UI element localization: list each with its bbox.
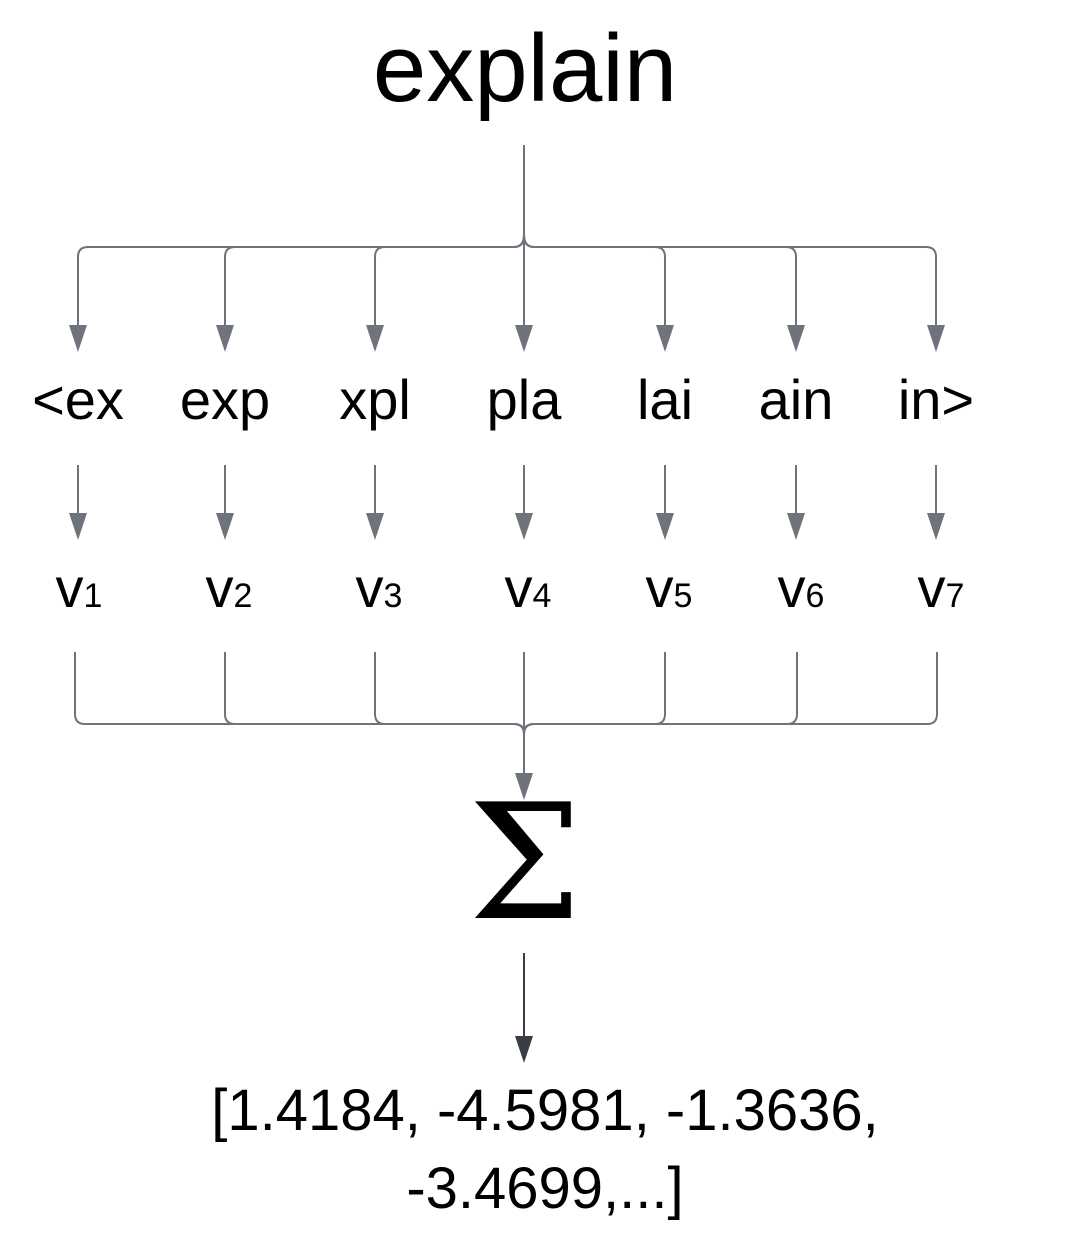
vector-index: 6 — [805, 577, 825, 615]
merge-connector-1 — [74, 652, 525, 773]
split-arrowhead-3 — [366, 325, 384, 352]
vector-label-1: v1 — [19, 553, 139, 631]
split-arrowhead-1 — [69, 325, 87, 352]
result-line-2: -3.4699,...] — [406, 1156, 684, 1221]
vector-index: 5 — [673, 577, 693, 615]
lookup-arrowhead-3 — [366, 513, 384, 540]
vector-symbol: v — [355, 556, 384, 619]
merge-connector-3 — [374, 652, 525, 773]
input-word: explain — [372, 15, 678, 122]
merge-connector-5 — [523, 652, 666, 773]
vector-symbol: v — [917, 556, 946, 619]
split-connector-5 — [523, 234, 666, 325]
vector-index: 2 — [233, 577, 253, 615]
merge-connector-7 — [523, 652, 938, 773]
split-arrowhead-2 — [216, 325, 234, 352]
vector-label-6: v6 — [741, 553, 861, 631]
vector-symbol: v — [777, 556, 806, 619]
ngram-label-6: ain — [758, 368, 834, 431]
vector-index: 3 — [383, 577, 403, 615]
vector-label-5: v5 — [609, 553, 729, 631]
split-arrowhead-4 — [515, 325, 533, 352]
vector-symbol: v — [205, 556, 234, 619]
sum-symbol: Σ — [468, 769, 582, 956]
ngram-label-7: in> — [897, 368, 975, 431]
vector-symbol: v — [504, 556, 533, 619]
result-line-1: [1.4184, -4.5981, -1.3636, — [211, 1078, 879, 1143]
split-connector-1 — [77, 234, 525, 325]
ngram-label-5: lai — [636, 368, 694, 431]
result-vector: [1.4184, -4.5981, -1.3636, -3.4699,...] — [0, 1072, 1065, 1228]
vector-index: 7 — [945, 577, 965, 615]
lookup-arrowhead-2 — [216, 513, 234, 540]
split-connector-7 — [523, 234, 937, 325]
vector-label-4: v4 — [468, 553, 588, 631]
vector-index: 1 — [83, 577, 103, 615]
vector-label-2: v2 — [169, 553, 289, 631]
vector-label-7: v7 — [881, 553, 1001, 631]
vector-index: 4 — [532, 577, 552, 615]
lookup-arrowhead-5 — [656, 513, 674, 540]
vector-symbol: v — [645, 556, 674, 619]
split-arrowhead-6 — [787, 325, 805, 352]
lookup-arrowhead-4 — [515, 513, 533, 540]
vector-symbol: v — [55, 556, 84, 619]
merge-connector-6 — [523, 652, 798, 773]
split-connector-3 — [374, 234, 525, 325]
result-arrowhead — [515, 1036, 533, 1063]
ngram-label-4: pla — [486, 368, 562, 431]
ngram-label-2: exp — [179, 368, 271, 431]
split-arrowhead-7 — [927, 325, 945, 352]
ngram-label-1: <ex — [32, 368, 124, 431]
vector-label-3: v3 — [319, 553, 439, 631]
split-arrowhead-5 — [656, 325, 674, 352]
merge-arrowhead — [515, 773, 533, 800]
lookup-arrowhead-1 — [69, 513, 87, 540]
lookup-arrowhead-7 — [927, 513, 945, 540]
ngram-label-3: xpl — [339, 368, 411, 431]
lookup-arrowhead-6 — [787, 513, 805, 540]
